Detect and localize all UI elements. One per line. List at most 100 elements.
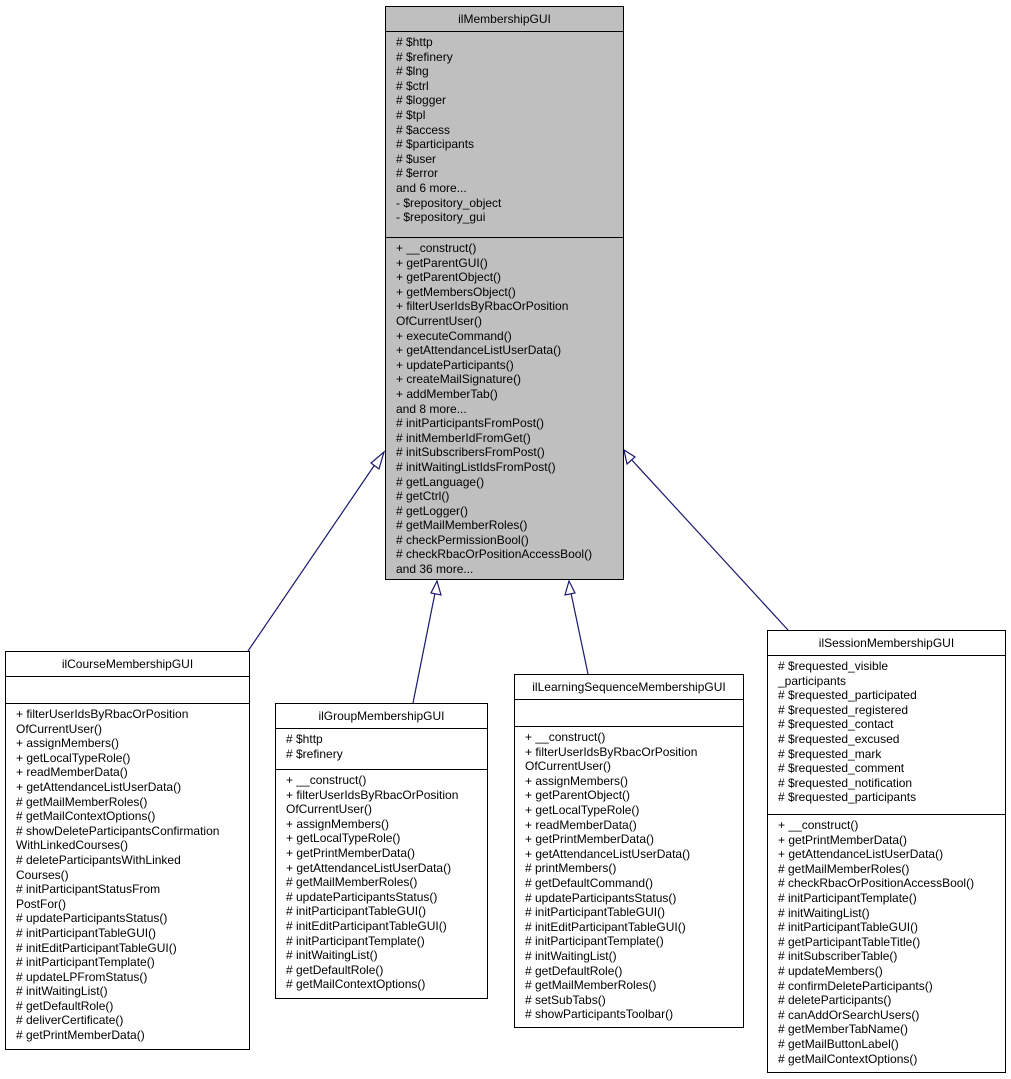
method-item: # initSubscriberTable() (778, 949, 898, 964)
method-item: + filterUserIdsByRbacOrPosition (286, 787, 459, 802)
method-item: # initMemberIdFromGet() (396, 430, 531, 445)
attribute-item: - $repository_gui (396, 210, 486, 225)
method-item: + updateParticipants() (396, 357, 514, 372)
method-item: # getDefaultCommand() (525, 875, 654, 890)
attribute-item: # $requested_visible (778, 659, 889, 673)
method-item: # getLanguage() (396, 474, 485, 489)
methods-section: + __construct()+ getParentGUI()+ getPare… (386, 238, 623, 577)
method-item: # initWaitingList() (16, 984, 108, 999)
class-name: ilMembershipGUI (386, 7, 623, 32)
method-item: PostFor() (16, 896, 67, 911)
method-item: # getMailMemberRoles() (16, 794, 148, 809)
method-item: # getParticipantTableTitle() (778, 934, 921, 949)
class-name: ilGroupMembershipGUI (276, 704, 487, 729)
attribute-item: # $http (396, 35, 433, 49)
method-item: + __construct() (286, 773, 367, 787)
method-item: # getMailMemberRoles() (396, 518, 528, 533)
method-item: # getMailMemberRoles() (286, 875, 418, 890)
attribute-item: # $lng (396, 64, 429, 79)
attribute-item: # $requested_excused (778, 731, 900, 746)
methods-section: + __construct()+ filterUserIdsByRbacOrPo… (515, 727, 743, 1022)
method-item: # initEditParticipantTableGUI() (16, 940, 177, 955)
class-box-ilSessionMembershipGUI[interactable]: ilSessionMembershipGUI # $requested_visi… (767, 630, 1006, 1073)
method-item: # initParticipantTemplate() (16, 955, 155, 970)
attribute-item: # $requested_contact (778, 717, 894, 732)
method-item: # initParticipantStatusFrom (16, 882, 161, 897)
method-item: + getAttendanceListUserData() (396, 343, 562, 358)
attributes-section (6, 677, 249, 704)
method-item: + assignMembers() (525, 773, 629, 788)
methods-section: + __construct()+ getPrintMemberData()+ g… (768, 815, 1005, 1066)
method-item: + getMembersObject() (396, 284, 516, 299)
method-item: + getAttendanceListUserData() (16, 779, 182, 794)
method-item: # updateParticipantsStatus() (16, 911, 168, 926)
method-item: # deleteParticipants() (778, 993, 892, 1008)
method-item: # initSubscribersFromPost() (396, 445, 545, 460)
method-item: # getMailMemberRoles() (525, 978, 657, 993)
method-item: + addMemberTab() (396, 386, 498, 401)
method-item: # updateParticipantsStatus() (525, 890, 677, 905)
method-item: # getDefaultRole() (16, 998, 114, 1013)
method-item: # setSubTabs() (525, 992, 606, 1007)
method-item: + getPrintMemberData() (778, 832, 908, 847)
method-item: + __construct() (396, 241, 477, 255)
method-item: # getCtrl() (396, 489, 450, 504)
method-item: + getLocalTypeRole() (16, 750, 131, 765)
method-item: + getAttendanceListUserData() (286, 860, 452, 875)
method-item: # getDefaultRole() (286, 962, 384, 977)
attribute-item: # $requested_notification (778, 775, 913, 790)
method-item: # updateLPFromStatus() (16, 969, 148, 984)
class-box-ilMembershipGUI[interactable]: ilMembershipGUI # $http# $refinery# $lng… (385, 6, 624, 580)
method-item: # canAddOrSearchUsers() (778, 1007, 920, 1022)
attributes-section: # $http# $refinery (276, 729, 487, 770)
method-item: # initParticipantTableGUI() (778, 920, 919, 935)
attribute-item: # $participants (396, 137, 475, 152)
attribute-item: # $error (396, 166, 439, 181)
methods-section: + __construct()+ filterUserIdsByRbacOrPo… (276, 770, 487, 992)
method-item: OfCurrentUser() (286, 802, 373, 817)
method-item: # initParticipantTemplate() (778, 890, 917, 905)
method-item: + readMemberData() (525, 817, 637, 832)
method-item: # initEditParticipantTableGUI() (286, 918, 447, 933)
attributes-section: # $requested_visible_participants# $requ… (768, 656, 1005, 815)
attribute-item: # $requested_mark (778, 746, 882, 761)
edge-lso-to-base (564, 579, 589, 675)
class-box-ilGroupMembershipGUI[interactable]: ilGroupMembershipGUI # $http# $refinery … (275, 703, 488, 999)
method-item: # checkRbacOrPositionAccessBool() (778, 876, 975, 891)
method-item: # checkRbacOrPositionAccessBool() (396, 547, 593, 562)
method-item: # initParticipantTemplate() (286, 933, 425, 948)
method-item: + getLocalTypeRole() (525, 802, 640, 817)
attribute-item: and 6 more... (396, 180, 467, 195)
method-item: + readMemberData() (16, 765, 128, 780)
method-item: # checkPermissionBool() (396, 532, 529, 547)
method-item: + __construct() (778, 818, 859, 832)
method-item: # showParticipantsToolbar() (525, 1007, 674, 1022)
class-name: ilCourseMembershipGUI (6, 652, 249, 677)
edge-group-to-base (412, 579, 442, 704)
attribute-item: # $ctrl (396, 78, 429, 93)
method-item: # updateParticipantsStatus() (286, 889, 438, 904)
method-item: + getAttendanceListUserData() (778, 847, 944, 862)
method-item: # initParticipantsFromPost() (396, 416, 545, 431)
method-item: + getAttendanceListUserData() (525, 846, 691, 861)
method-item: WithLinkedCourses() (16, 838, 129, 853)
method-item: and 36 more... (396, 562, 474, 577)
method-item: + getPrintMemberData() (286, 845, 416, 860)
method-item: # getPrintMemberData() (16, 1028, 145, 1043)
method-item: # getDefaultRole() (525, 963, 623, 978)
class-box-ilLearningSequenceMembershipGUI[interactable]: ilLearningSequenceMembershipGUI + __cons… (514, 674, 744, 1028)
edge-session-to-base (623, 448, 789, 631)
method-item: # initWaitingList() (525, 948, 617, 963)
attribute-item: - $repository_object (396, 195, 502, 210)
attribute-item: # $requested_participated (778, 688, 917, 703)
attribute-item: _participants (778, 673, 847, 688)
method-item: + getParentObject() (396, 270, 502, 285)
method-item: # getLogger() (396, 503, 469, 518)
class-box-ilCourseMembershipGUI[interactable]: ilCourseMembershipGUI + filterUserIdsByR… (5, 651, 250, 1050)
method-item: + getPrintMemberData() (525, 832, 655, 847)
method-item: # initParticipantTableGUI() (525, 905, 666, 920)
method-item: + filterUserIdsByRbacOrPosition (396, 299, 569, 314)
method-item: + executeCommand() (396, 328, 512, 343)
